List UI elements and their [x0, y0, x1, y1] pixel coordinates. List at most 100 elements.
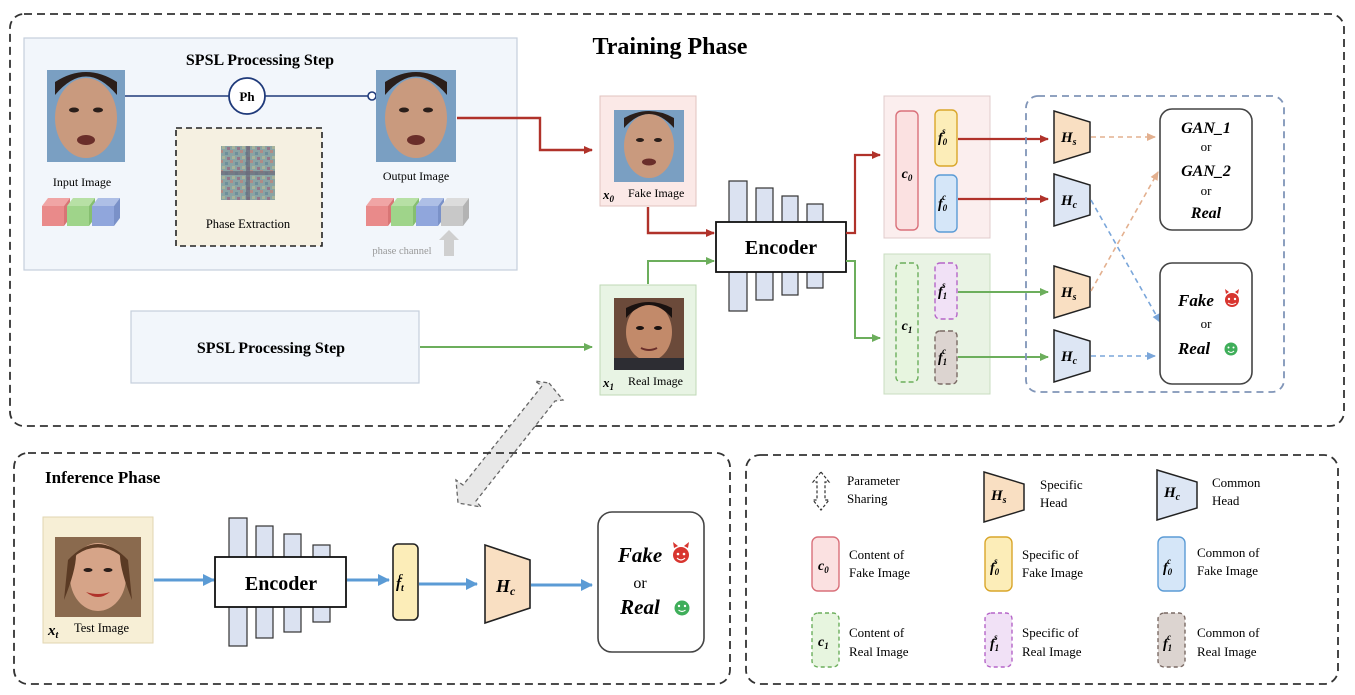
legend-f0s-line2: Fake Image — [1022, 565, 1083, 580]
hs-real-to-gan-arrow — [1090, 171, 1159, 292]
legend-f1s-label: f1s — [990, 632, 999, 653]
legend-f1s-line1: Specific of — [1022, 625, 1079, 640]
f0s-feature — [934, 109, 958, 167]
inference-output-box — [597, 511, 705, 653]
spsl-panel-title: SPSL Processing Step — [186, 52, 334, 69]
legend-f0s-label: f0s — [990, 556, 1000, 577]
training-real-label: Real — [1177, 339, 1210, 358]
x0-symbol: x0 — [602, 187, 615, 204]
training-phase-title: Training Phase — [593, 34, 748, 60]
legend-f0c-line2: Fake Image — [1197, 563, 1258, 578]
legend-hs-label: Hs — [990, 488, 1007, 506]
legend-c0-icon — [811, 536, 840, 592]
legend-c1-label: c1 — [818, 635, 829, 651]
legend-f1c-icon — [1157, 612, 1186, 668]
c0-feature — [895, 110, 919, 231]
real-path-arrow-2 — [647, 257, 715, 284]
input-rgb-channels-icon — [42, 198, 120, 226]
legend-f1s-icon — [984, 612, 1013, 668]
hs-head-fake — [1053, 109, 1091, 165]
legend-c0-line2: Fake Image — [849, 565, 910, 580]
inference-real-label: Real — [619, 595, 660, 619]
xt-label: Test Image — [74, 621, 129, 635]
inference-devil-icon — [673, 542, 689, 563]
legend-c1-line1: Content of — [849, 625, 905, 640]
encoder-fake-branch — [846, 151, 881, 235]
training-fake-label: Fake — [1177, 291, 1214, 310]
output-image-label: Output Image — [383, 169, 449, 183]
f0c-feature — [934, 174, 958, 233]
legend-common-head-icon — [1156, 468, 1198, 522]
inference-phase-title: Inference Phase — [45, 468, 161, 487]
test-face-image — [55, 537, 141, 617]
input-image-label: Input Image — [53, 175, 111, 189]
input-face-image — [47, 70, 125, 162]
legend-specific-head-line2: Head — [1040, 495, 1068, 510]
training-encoder-label: Encoder — [745, 237, 817, 259]
f1s-label: f1s — [938, 280, 947, 301]
legend-c0-line1: Content of — [849, 547, 905, 562]
legend-f1c-label: f1c — [1163, 632, 1172, 653]
output-face-image — [376, 70, 456, 162]
legend-specific-head-line1: Specific — [1040, 477, 1083, 492]
encoder-real-branch — [846, 260, 881, 342]
phase-spectrum-image — [221, 146, 275, 200]
f0c-label: f0c — [938, 192, 948, 213]
inference-smiley-icon — [674, 600, 690, 616]
training-or-label: or — [1201, 316, 1213, 331]
hc-fake-to-binary-arrow — [1090, 199, 1161, 323]
ph-operator-label: Ph — [239, 89, 255, 104]
legend-f1c-line2: Real Image — [1197, 644, 1257, 659]
inference-encoder-box — [214, 556, 347, 608]
inference-phase-frame — [13, 452, 731, 685]
gan1-label: GAN_1 — [1181, 120, 1231, 137]
legend-f0c-icon — [1157, 536, 1186, 592]
training-encoder-box — [715, 221, 847, 273]
gan-or-2: or — [1201, 183, 1213, 198]
hs-head-fake-label: Hs — [1060, 130, 1077, 148]
spsl-step-box-real — [130, 310, 420, 384]
gan-or-1: or — [1201, 139, 1213, 154]
fake-path-arrow-2 — [646, 207, 715, 237]
legend-common-head-line1: Common — [1212, 475, 1261, 490]
legend-param-sharing-line2: Sharing — [847, 491, 888, 506]
heads-frame — [1025, 95, 1285, 393]
c1-feature — [895, 262, 919, 383]
gan-real-label: Real — [1190, 205, 1222, 222]
legend-frame — [745, 454, 1339, 685]
inference-hc-head — [484, 543, 531, 625]
legend-param-sharing-line1: Parameter — [847, 473, 900, 488]
f1c-feature — [934, 330, 958, 385]
legend-parameter-sharing-icon — [811, 471, 831, 511]
ph-operator — [228, 77, 266, 115]
spsl-step-box-real-label: SPSL Processing Step — [197, 340, 345, 357]
hc-head-real-label: Hc — [1060, 349, 1078, 367]
smiley-icon — [1224, 342, 1238, 356]
hc-head-fake — [1053, 172, 1091, 228]
x1-face-image — [614, 298, 684, 370]
hs-head-real — [1053, 264, 1091, 320]
x0-label: Fake Image — [628, 186, 684, 200]
gan2-label: GAN_2 — [1181, 163, 1231, 180]
training-phase-frame — [9, 13, 1345, 427]
phase-extraction-label: Phase Extraction — [206, 217, 291, 231]
legend-common-head-line2: Head — [1212, 493, 1240, 508]
c0-label: c0 — [902, 167, 913, 183]
ftc-feature — [392, 543, 419, 621]
legend-c1-icon — [811, 612, 840, 668]
hc-head-real — [1053, 328, 1091, 384]
inference-hc-label: Hc — [495, 576, 516, 598]
legend-hc-label: Hc — [1163, 485, 1181, 503]
inference-or-label: or — [633, 575, 647, 592]
legend-c1-line2: Real Image — [849, 644, 909, 659]
legend-f1c-line1: Common of — [1197, 625, 1260, 640]
legend-f1s-line2: Real Image — [1022, 644, 1082, 659]
legend-f0c-line1: Common of — [1197, 545, 1260, 560]
inference-fake-label: Fake — [617, 543, 662, 567]
x1-label: Real Image — [628, 374, 683, 388]
fake-path-arrow-1 — [457, 116, 593, 154]
phase-channel-arrow — [439, 230, 459, 256]
legend-f0c-label: f0c — [1163, 556, 1173, 577]
output-rgbp-channels-icon — [366, 198, 469, 226]
